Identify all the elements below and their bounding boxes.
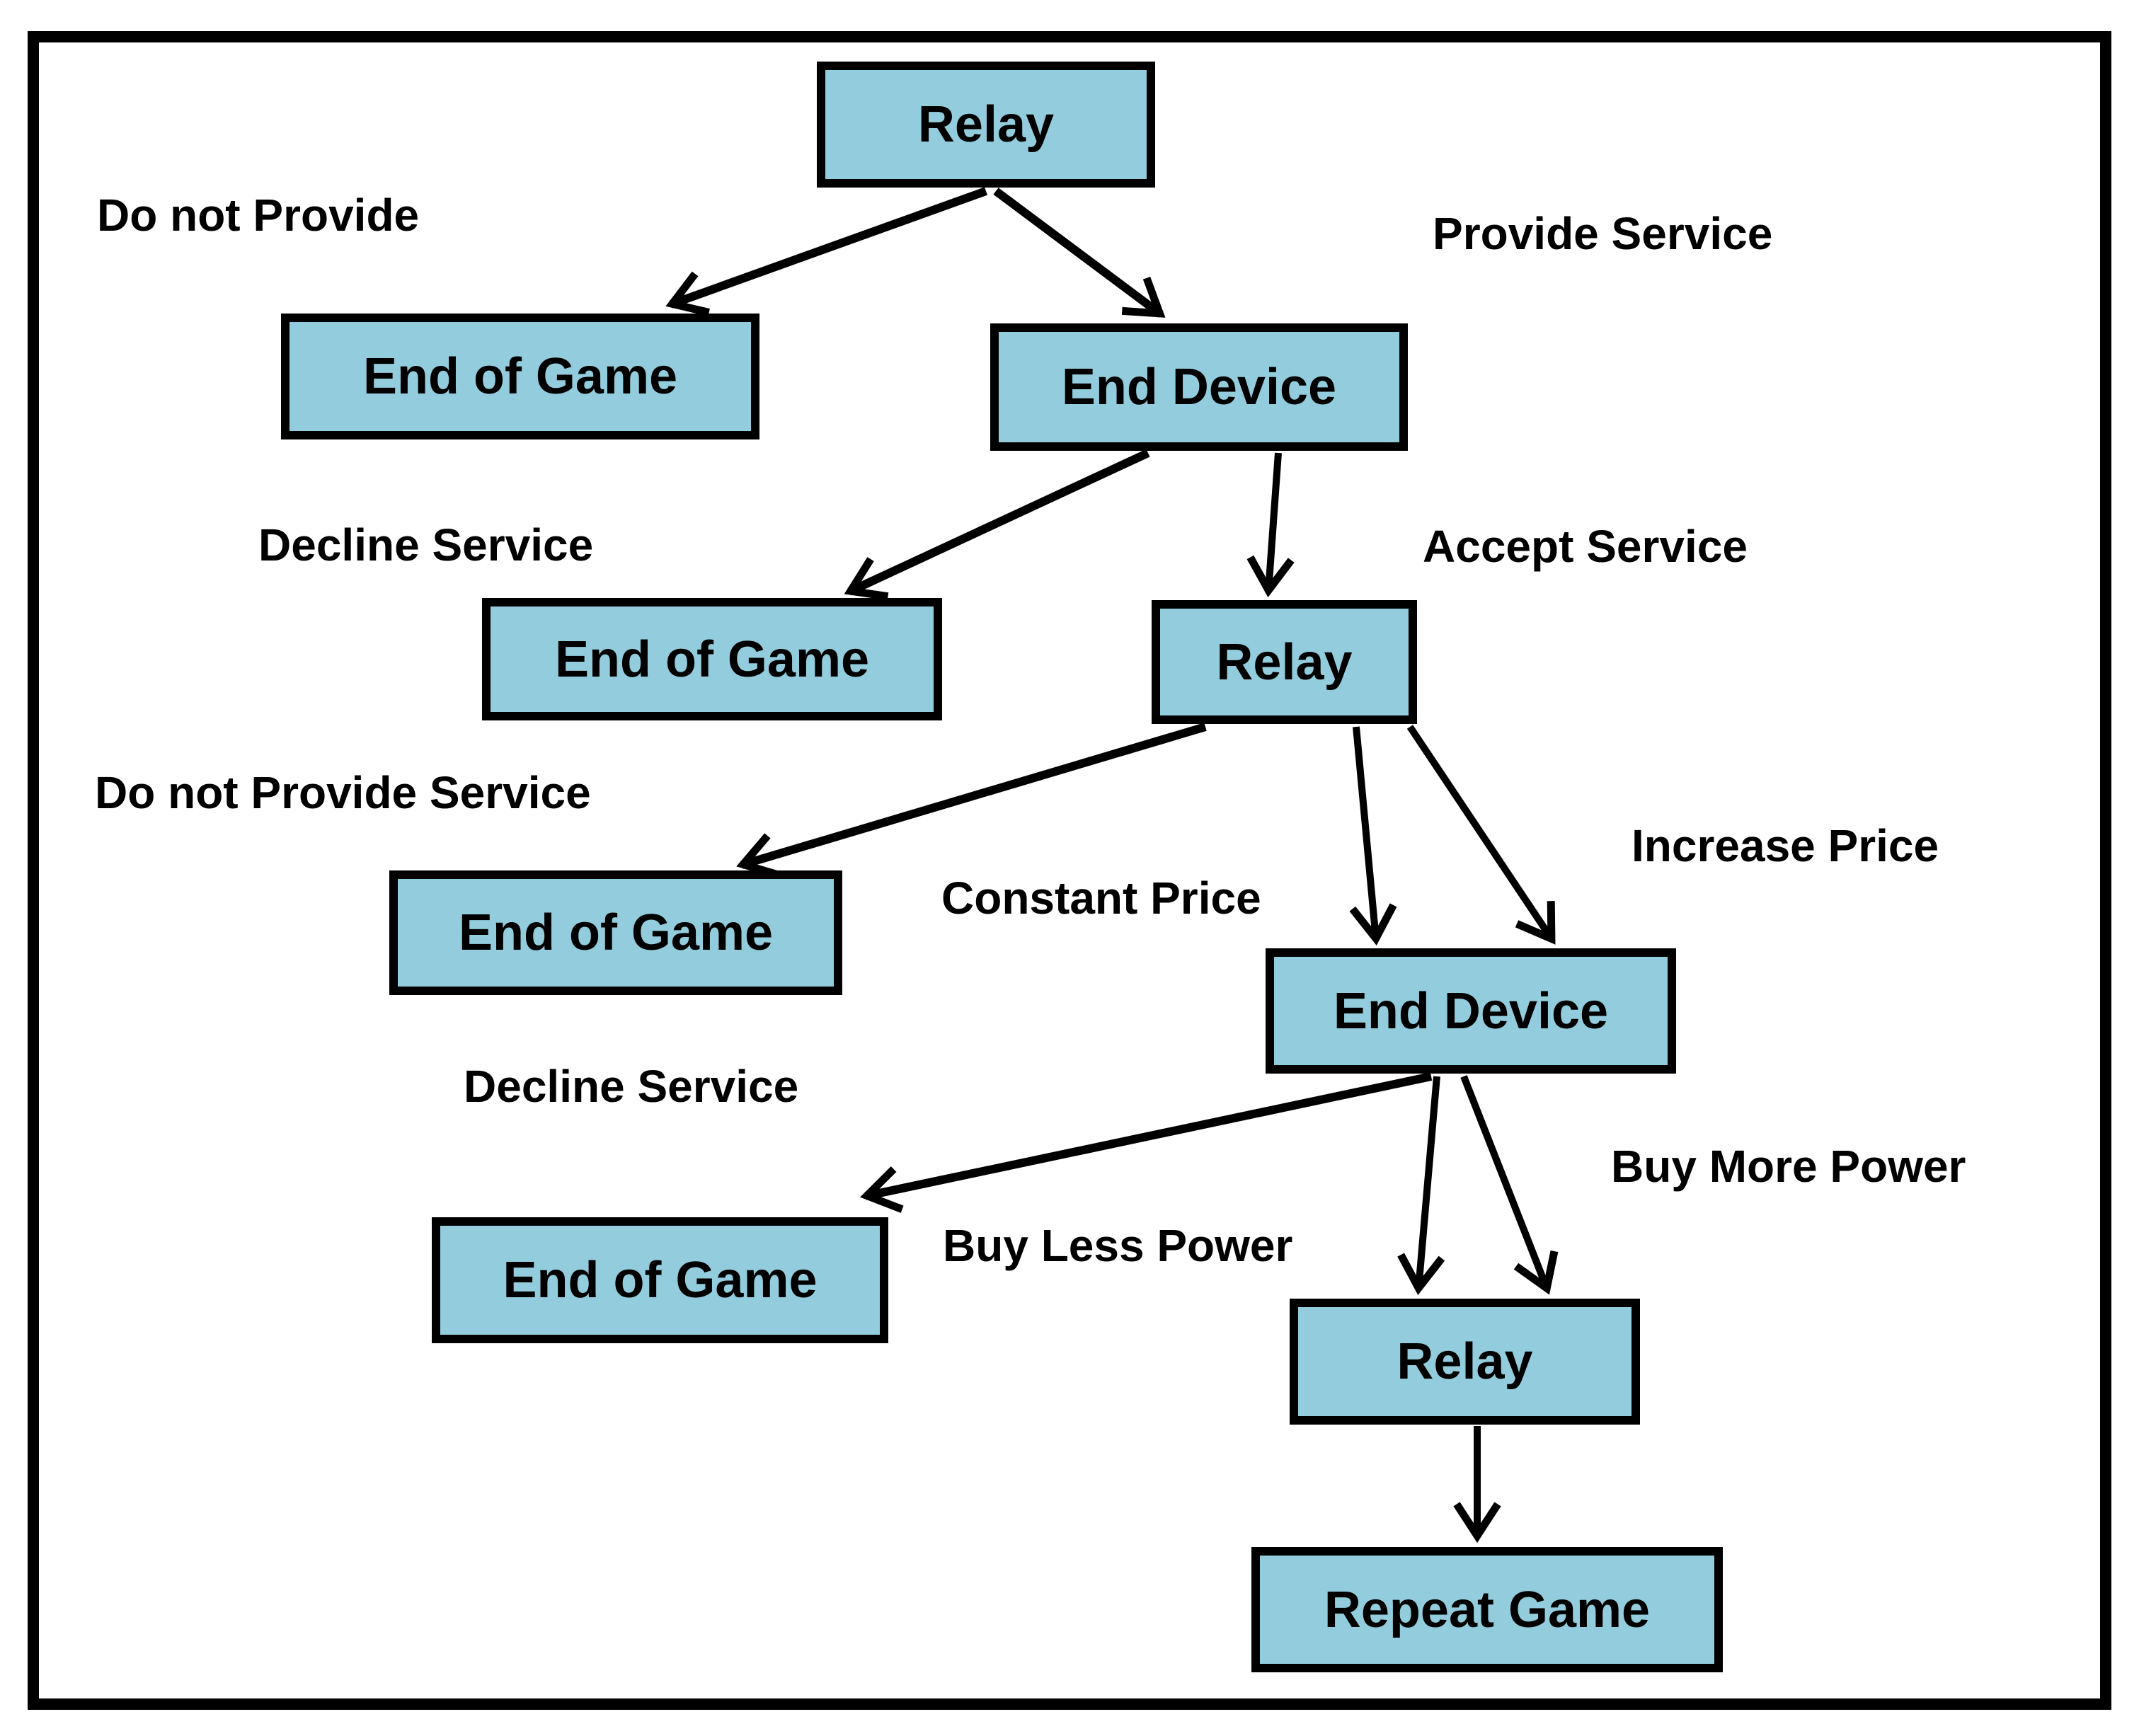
edge-label-buy-less-power: Buy Less Power: [943, 1220, 1293, 1271]
node-relay-bottom: Relay: [1290, 1299, 1640, 1425]
edge-label-do-not-provide-service: Do not Provide Service: [95, 767, 591, 818]
node-end-of-game-1-label: End of Game: [362, 348, 678, 405]
edge-ed2-to-eog4: [860, 1072, 1433, 1213]
node-end-device-1-label: End Device: [1061, 359, 1337, 415]
node-relay-middle: Relay: [1152, 600, 1417, 724]
node-end-of-game-2-label: End of Game: [554, 631, 870, 688]
node-end-of-game-1: End of Game: [281, 314, 759, 439]
edge-relay-top-to-eog1: [665, 187, 988, 316]
node-end-device-2: End Device: [1266, 948, 1676, 1074]
edge-relay-mid-to-ed2-constant: [1349, 726, 1397, 946]
node-repeat-game-label: Repeat Game: [1324, 1581, 1651, 1638]
node-end-of-game-4: End of Game: [432, 1217, 888, 1343]
edge-ed1-to-relay-mid: [1246, 452, 1295, 598]
edge-ed2-to-relay-bot-less: [1397, 1076, 1445, 1296]
node-end-of-game-3-label: End of Game: [458, 904, 774, 961]
node-relay-top: Relay: [817, 62, 1155, 188]
node-end-device-2-label: End Device: [1333, 982, 1609, 1040]
node-end-of-game-4-label: End of Game: [503, 1252, 818, 1309]
edge-relay-top-to-ed1: [993, 188, 1166, 318]
edge-ed1-to-eog2: [844, 449, 1150, 601]
edge-label-do-not-provide: Do not Provide: [97, 190, 420, 241]
edge-label-decline-service-1: Decline Service: [258, 519, 594, 570]
edge-label-increase-price: Increase Price: [1632, 820, 1939, 871]
edge-label-decline-service-2: Decline Service: [464, 1061, 799, 1112]
edge-relay-mid-to-ed2-increase: [1406, 725, 1556, 945]
outer-border: [28, 31, 2111, 1710]
node-end-of-game-3: End of Game: [389, 870, 842, 995]
edge-label-buy-more-power: Buy More Power: [1611, 1141, 1966, 1192]
node-end-of-game-2: End of Game: [482, 598, 942, 720]
edge-label-provide-service: Provide Service: [1433, 208, 1773, 259]
edge-label-constant-price: Constant Price: [941, 873, 1261, 924]
node-relay-middle-label: Relay: [1216, 633, 1353, 691]
node-repeat-game: Repeat Game: [1251, 1547, 1723, 1672]
edge-label-accept-service: Accept Service: [1423, 521, 1748, 572]
edge-ed2-to-relay-bot-more: [1460, 1075, 1559, 1295]
node-end-device-1: End Device: [990, 323, 1408, 451]
node-relay-top-label: Relay: [917, 96, 1055, 153]
node-relay-bottom-label: Relay: [1397, 1333, 1533, 1390]
edge-relay-mid-to-eog3: [736, 723, 1207, 879]
